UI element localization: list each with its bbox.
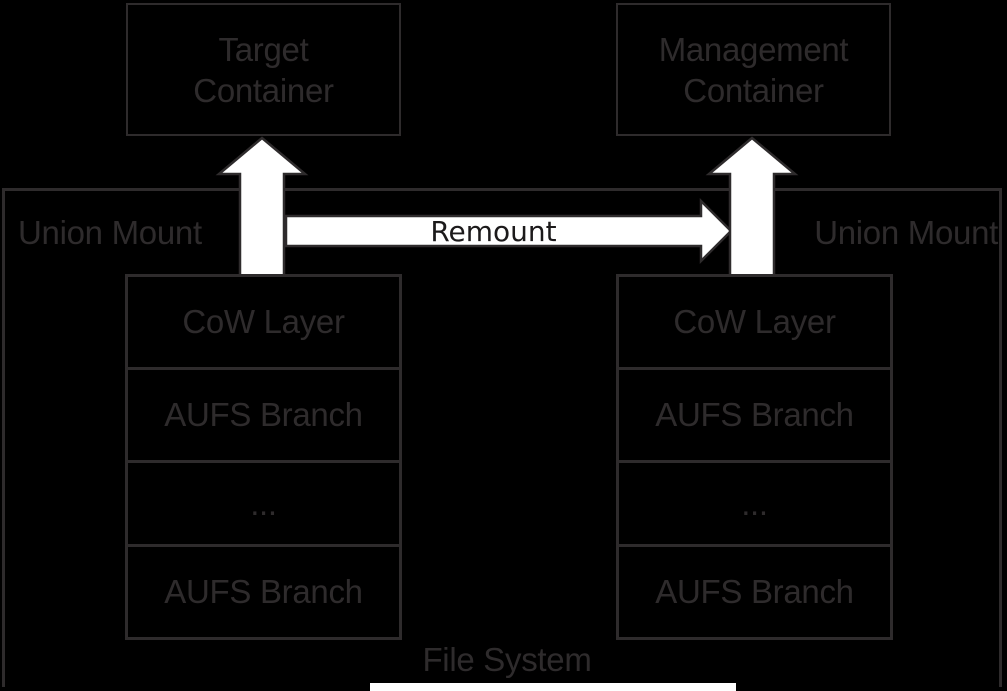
stack-row-label: AUFS Branch <box>655 573 854 610</box>
remount-arrow-icon <box>284 197 733 265</box>
stack-row-label: ... <box>250 484 277 522</box>
union-mount-stack-left: CoW Layer AUFS Branch ... AUFS Branch <box>125 274 402 640</box>
bottom-cutoff-box-top-edge <box>370 683 736 691</box>
target-container-box: Target Container <box>126 3 401 136</box>
stack-row: AUFS Branch <box>619 547 890 637</box>
stack-row: ... <box>128 463 399 547</box>
file-system-region-box <box>2 188 1002 687</box>
stack-row: CoW Layer <box>128 277 399 370</box>
stack-row: ... <box>619 463 890 547</box>
union-mount-label-left: Union Mount <box>18 214 202 251</box>
stack-row: CoW Layer <box>619 277 890 370</box>
management-container-box: Management Container <box>616 3 891 136</box>
stack-row-label: CoW Layer <box>182 303 345 340</box>
stack-row: AUFS Branch <box>619 370 890 463</box>
up-arrow-left-icon <box>215 136 309 279</box>
remount-label: Remount <box>430 214 557 248</box>
file-system-label: File System <box>422 641 592 678</box>
stack-row-label: AUFS Branch <box>164 396 363 433</box>
target-container-label-line2: Container <box>193 71 334 109</box>
target-container-label-line1: Target <box>218 30 309 68</box>
stack-row: AUFS Branch <box>128 547 399 637</box>
stack-row-label: AUFS Branch <box>655 396 854 433</box>
stack-row-label: AUFS Branch <box>164 573 363 610</box>
stack-row: AUFS Branch <box>128 370 399 463</box>
union-mount-stack-right: CoW Layer AUFS Branch ... AUFS Branch <box>616 274 893 640</box>
stack-row-label: CoW Layer <box>673 303 836 340</box>
management-container-label-line1: Management <box>658 30 849 68</box>
up-arrow-right-icon <box>705 136 799 279</box>
management-container-label-line2: Container <box>683 71 824 109</box>
stack-row-label: ... <box>741 484 768 522</box>
union-mount-label-right: Union Mount <box>814 214 998 251</box>
